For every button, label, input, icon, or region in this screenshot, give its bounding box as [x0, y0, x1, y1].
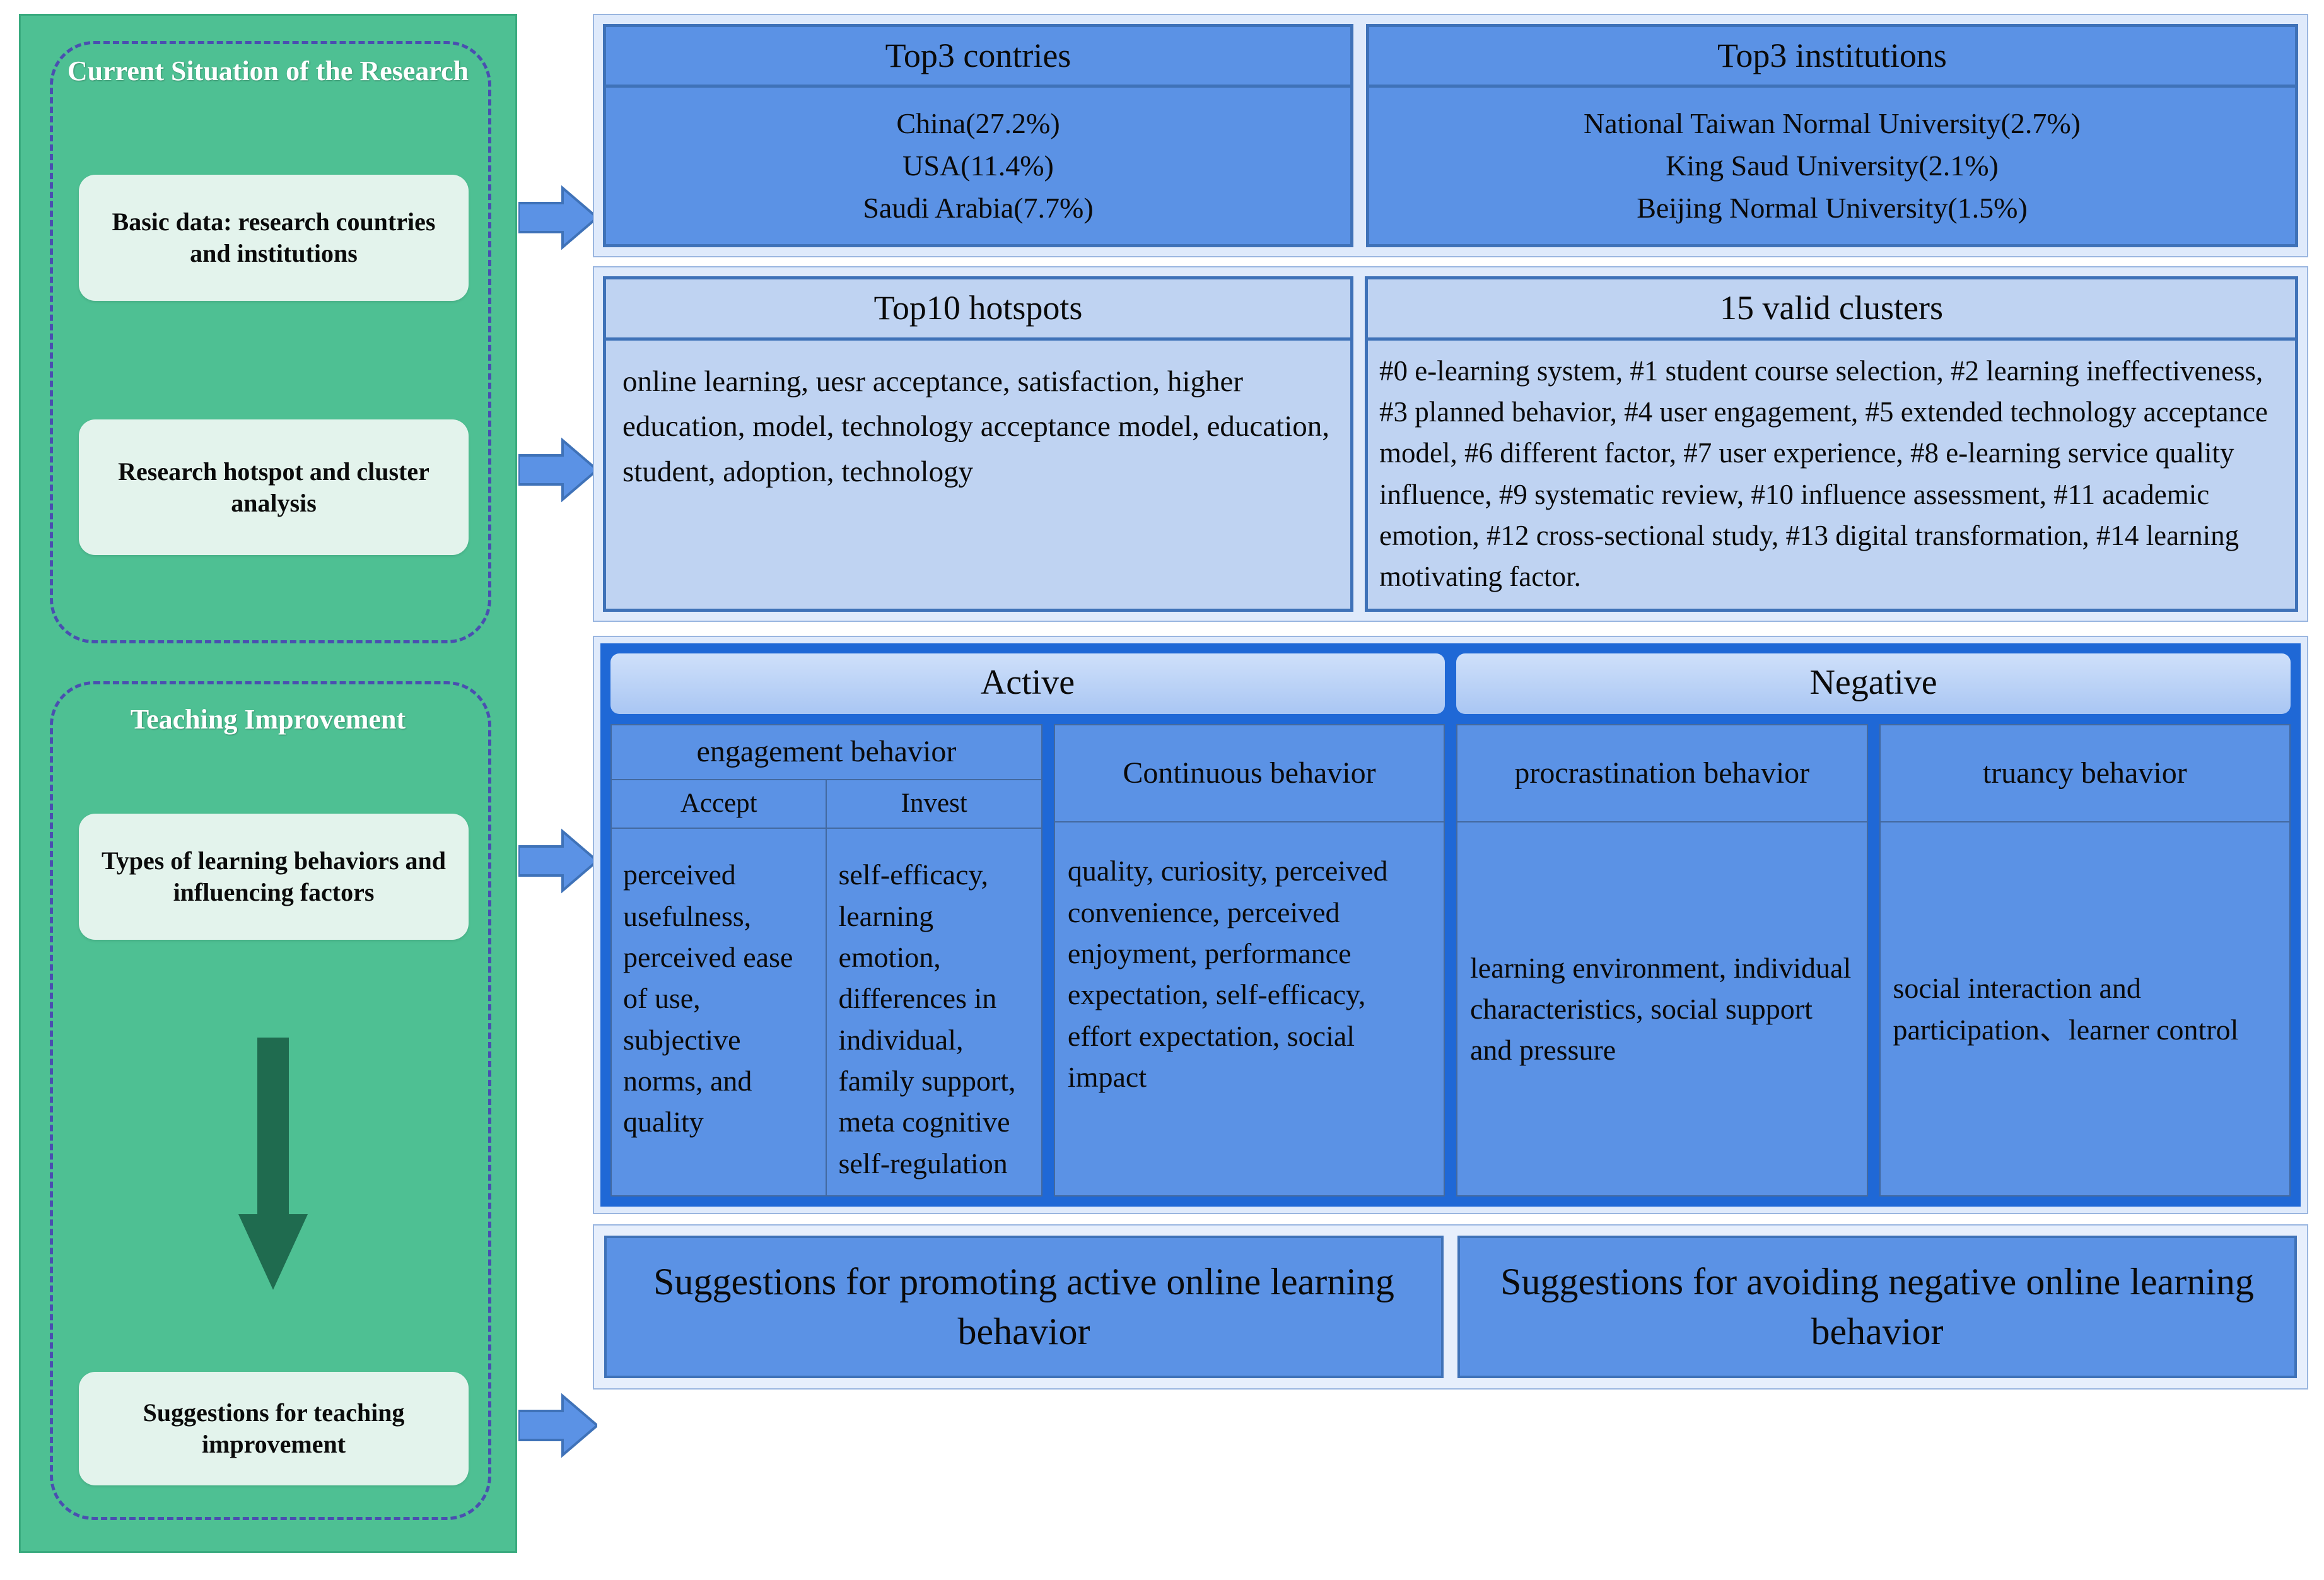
- box-15-valid-clusters-header: 15 valid clusters: [1368, 279, 2295, 341]
- box-top10-hotspots-header: Top10 hotspots: [606, 279, 1350, 341]
- continuous-behavior-body: quality, curiosity, perceived convenienc…: [1067, 855, 1388, 1093]
- group-title-teaching-improvement: Teaching Improvement: [130, 704, 406, 735]
- engagement-accept-body: perceived usefulness, perceived ease of …: [612, 829, 827, 1195]
- box-15-valid-clusters: 15 valid clusters #0 e-learning system, …: [1365, 276, 2298, 612]
- card-basic-data[interactable]: Basic data: research countries and insti…: [79, 175, 469, 301]
- card-research-hotspot[interactable]: Research hotspot and cluster analysis: [79, 419, 469, 555]
- side-negative-title: Negative: [1456, 653, 2291, 715]
- engagement-sub-accept: Accept: [612, 780, 827, 828]
- side-active-title: Active: [610, 653, 1445, 715]
- group-title-current-situation: Current Situation of the Research: [67, 56, 469, 86]
- card-types-of-learning-behaviors[interactable]: Types of learning behaviors and influenc…: [79, 814, 469, 940]
- box-top3-countries-header: Top3 contries: [606, 27, 1350, 88]
- panel-learning-behaviors: Active engagement behavior Accept Invest…: [593, 636, 2308, 1214]
- box-top3-countries-body: China(27.2%) USA(11.4%) Saudi Arabia(7.7…: [863, 107, 1094, 224]
- procrastination-behavior-title: procrastination behavior: [1457, 725, 1867, 823]
- box-truancy-behavior: truancy behavior social interaction and …: [1879, 724, 2291, 1197]
- right-arrow-icon-4: [517, 1391, 600, 1460]
- suggestion-promote-active[interactable]: Suggestions for promoting active online …: [604, 1235, 1444, 1379]
- engagement-behavior-title: engagement behavior: [612, 725, 1041, 781]
- suggestion-avoid-negative[interactable]: Suggestions for avoiding negative online…: [1457, 1235, 2297, 1379]
- box-continuous-behavior: Continuous behavior quality, curiosity, …: [1053, 724, 1445, 1197]
- box-top3-countries: Top3 contries China(27.2%) USA(11.4%) Sa…: [603, 24, 1353, 248]
- panel-basic-data: Top3 contries China(27.2%) USA(11.4%) Sa…: [593, 14, 2308, 258]
- side-active: Active engagement behavior Accept Invest…: [610, 653, 1445, 1197]
- engagement-invest-body: self-efficacy, learning emotion, differe…: [838, 858, 1016, 1179]
- right-arrow-icon-3: [517, 826, 600, 896]
- left-green-column: Current Situation of the Research Basic …: [19, 14, 517, 1553]
- box-engagement-behavior: engagement behavior Accept Invest percei…: [610, 724, 1042, 1197]
- truancy-behavior-title: truancy behavior: [1880, 725, 2289, 823]
- card-suggestions-for-teaching[interactable]: Suggestions for teaching improvement: [79, 1372, 469, 1485]
- group-current-situation: [50, 41, 491, 643]
- engagement-sub-invest: Invest: [901, 788, 967, 819]
- panel-hotspots-clusters: Top10 hotspots online learning, uesr acc…: [593, 266, 2308, 623]
- box-15-valid-clusters-body: #0 e-learning system, #1 student course …: [1379, 354, 2268, 593]
- box-top10-hotspots: Top10 hotspots online learning, uesr acc…: [603, 276, 1353, 612]
- box-top3-institutions-body: National Taiwan Normal University(2.7%) …: [1584, 107, 2081, 224]
- box-top10-hotspots-body: online learning, uesr acceptance, satisf…: [622, 365, 1330, 488]
- right-arrow-icon-1: [517, 183, 600, 252]
- box-procrastination-behavior: procrastination behavior learning enviro…: [1456, 724, 1868, 1197]
- continuous-behavior-title: Continuous behavior: [1054, 725, 1444, 823]
- side-negative: Negative procrastination behavior learni…: [1456, 653, 2291, 1197]
- procrastination-behavior-body: learning environment, individual charact…: [1470, 951, 1852, 1067]
- right-content-column: Top3 contries China(27.2%) USA(11.4%) Sa…: [593, 14, 2308, 1390]
- truancy-behavior-body: social interaction and participation、lea…: [1893, 972, 2239, 1046]
- right-arrow-icon-2: [517, 435, 600, 505]
- box-top3-institutions-header: Top3 institutions: [1369, 27, 2295, 88]
- box-top3-institutions: Top3 institutions National Taiwan Normal…: [1366, 24, 2298, 248]
- group-teaching-improvement: [50, 681, 491, 1520]
- down-arrow-icon: [238, 1038, 308, 1290]
- panel-suggestions: Suggestions for promoting active online …: [593, 1224, 2308, 1390]
